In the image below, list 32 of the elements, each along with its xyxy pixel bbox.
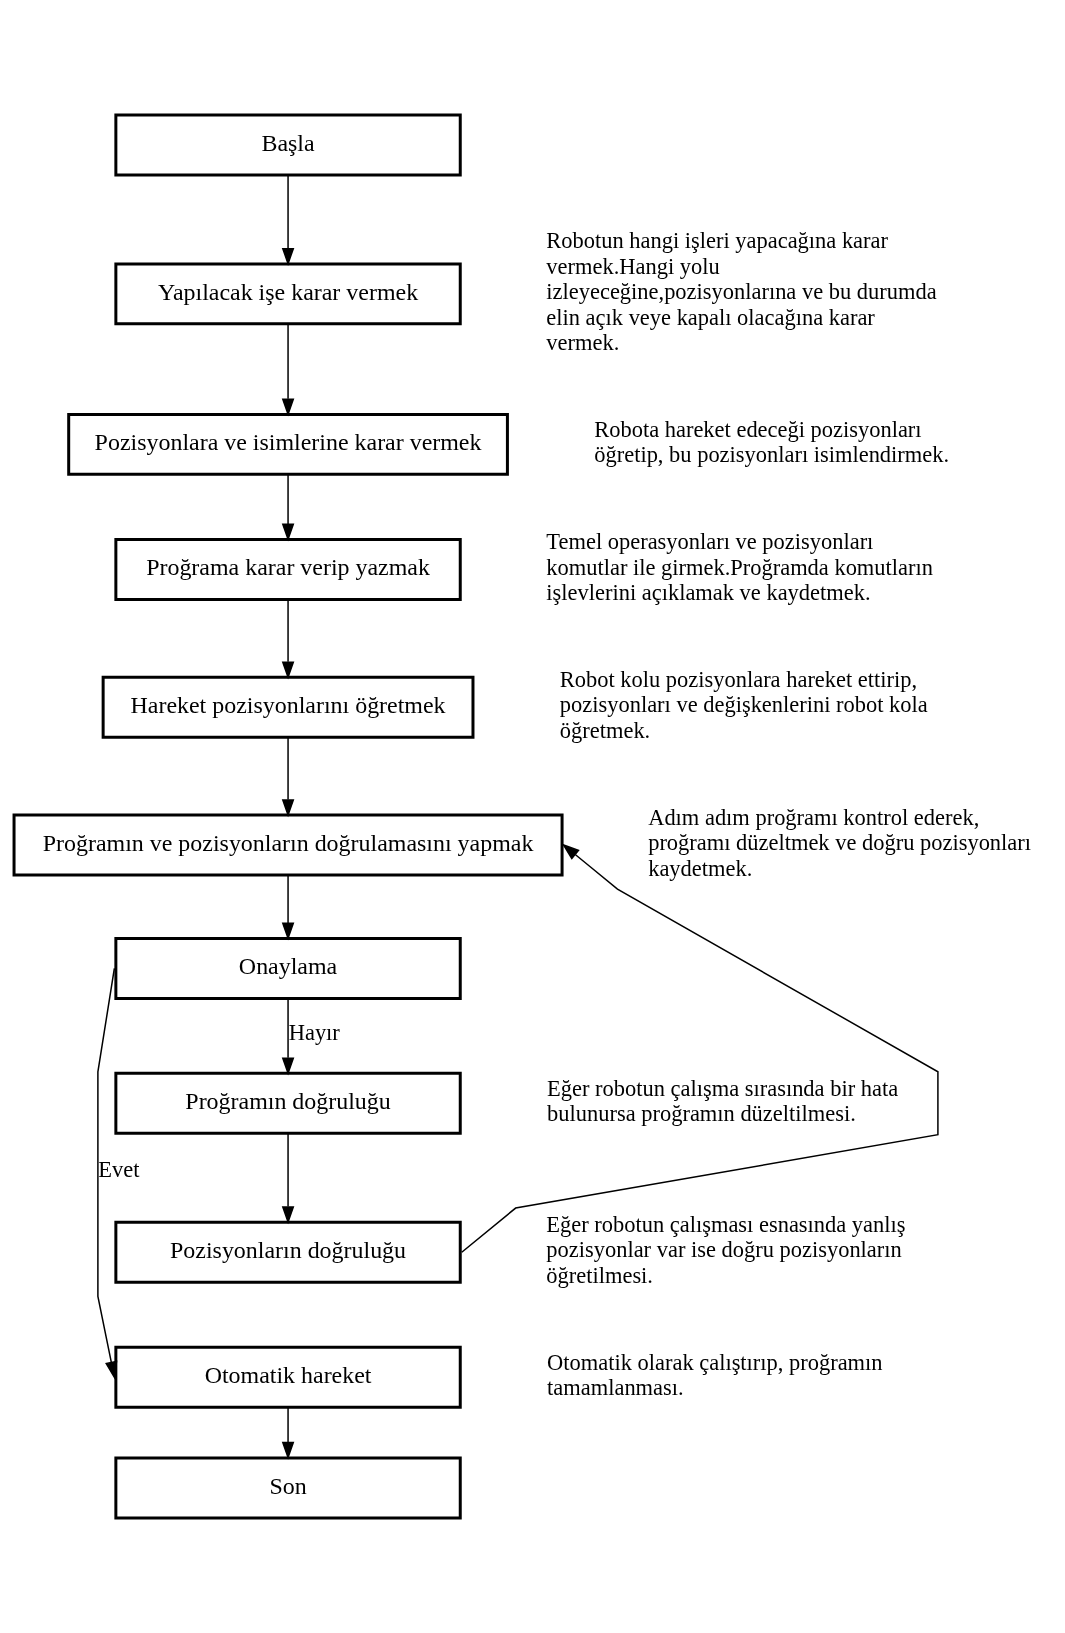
arrow bbox=[281, 1406, 295, 1460]
node-box: Pozisyonlara ve isimlerine karar vermek bbox=[67, 412, 509, 476]
arrow bbox=[281, 997, 295, 1076]
arrow bbox=[281, 1132, 295, 1225]
node-label: Eğer robotun çalışması esnasında yanlış pozisyonlar var ise doğru pozisyonların öğretilmesi. bbox=[546, 1212, 906, 1288]
arrow bbox=[281, 874, 295, 941]
node-box: Yapılacak işe karar vermek bbox=[114, 262, 462, 326]
node-box: Proğramın doğruluğu bbox=[114, 1071, 462, 1135]
node-box: Hareket pozisyonlarını öğretmek bbox=[101, 675, 475, 739]
node-box: Onaylama bbox=[114, 937, 462, 1000]
arrow bbox=[281, 474, 295, 542]
node-label: Robota hareket edeceği pozisyonları öğretip, bu pozisyonları isimlendirmek. bbox=[594, 416, 950, 468]
edge-label: Hayır bbox=[288, 1020, 340, 1046]
node-box: Proğramın ve pozisyonların doğrulamasını yapmak bbox=[12, 813, 564, 877]
node-box: Proğrama karar verip yazmak bbox=[114, 538, 462, 601]
arrow bbox=[281, 323, 295, 417]
arrow bbox=[281, 736, 295, 818]
node-box: Otomatik hareket bbox=[114, 1345, 462, 1409]
node-box: Başla bbox=[114, 113, 462, 177]
node-label: Temel operasyonları ve pozisyonları komutlar ile girmek.Proğramda komutların işlevlerini açıklamak ve kaydetmek. bbox=[546, 529, 933, 606]
arrow bbox=[97, 967, 118, 1380]
edge-label: Evet bbox=[98, 1156, 140, 1182]
arrow bbox=[461, 843, 939, 1253]
arrow bbox=[281, 598, 295, 680]
node-label: Eğer robotun çalışma sırasında bir hata bulunursa proğramın düzeltilmesi. bbox=[547, 1075, 899, 1127]
node-label: Robotun hangi işleri yapacağına karar vermek.Hangi yolu izleyeceğine,pozisyonlarına ve bu durumda elin açık veye kapalı olacağına karar vermek. bbox=[546, 228, 937, 356]
arrow bbox=[281, 174, 295, 266]
node-box: Pozisyonların doğruluğu bbox=[114, 1220, 462, 1284]
node-label: Adım adım proğramı kontrol ederek, proğramı düzeltmek ve doğru pozisyonları kaydetmek. bbox=[648, 804, 1032, 881]
node-label: Otomatik olarak çalıştırıp, proğramın tamamlanması. bbox=[547, 1349, 883, 1401]
node-box: Son bbox=[114, 1456, 462, 1520]
node-label: Robot kolu pozisyonlara hareket ettirip, pozisyonları ve değişkenlerini robot kola öğretmek. bbox=[559, 666, 928, 743]
